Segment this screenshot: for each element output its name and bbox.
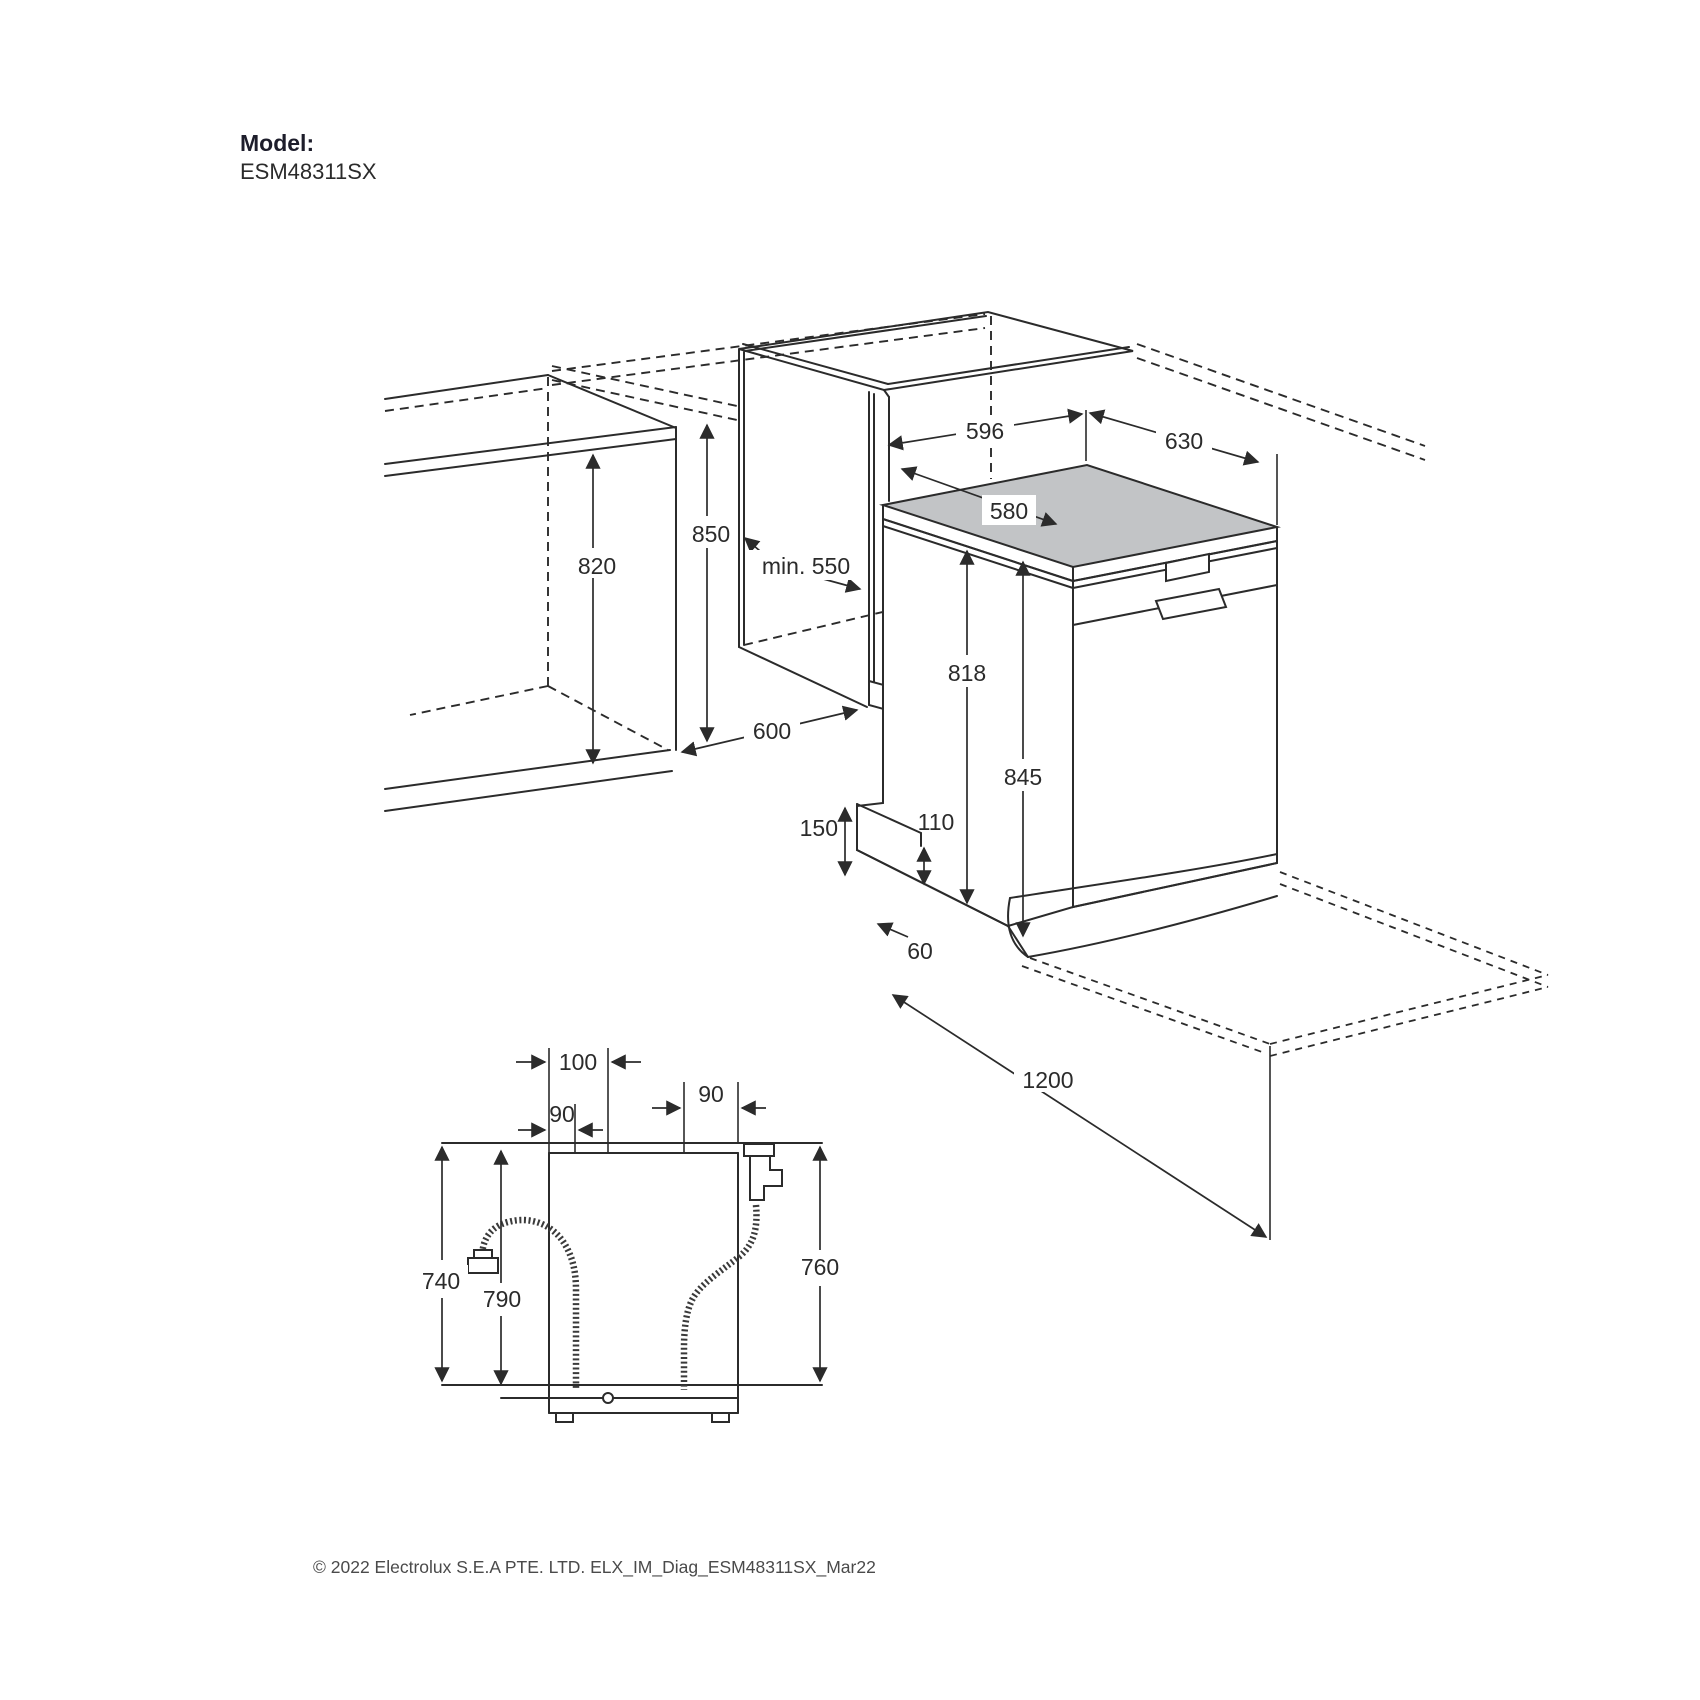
dim-niche-width-600: 600 <box>680 705 859 757</box>
dim-850-label: 850 <box>692 521 730 547</box>
dim-min550-label: min. 550 <box>762 553 850 579</box>
dim-790-label: 790 <box>483 1286 521 1312</box>
dim-580-label: 580 <box>990 498 1028 524</box>
dim-820-label: 820 <box>578 553 616 579</box>
extension-lines <box>548 1048 739 1153</box>
dim-1200-label: 1200 <box>1022 1067 1073 1093</box>
dim-door-clearance-1200: 1200 <box>891 994 1268 1238</box>
dim-height-overall-845: 845 <box>998 560 1048 938</box>
dim-cord-length-790: 790 <box>475 1149 529 1386</box>
dim-740-label: 740 <box>422 1268 460 1294</box>
dim-plinth-recess-60: 60 <box>876 922 933 964</box>
dim-600-label: 600 <box>753 718 791 744</box>
dim-niche-height-850: 850 <box>682 423 738 743</box>
dim-630-label: 630 <box>1165 428 1203 454</box>
dim-hose-offset-left-90: 90 <box>518 1101 603 1138</box>
dim-110-label: 110 <box>918 809 955 835</box>
dim-height-under-top-818: 818 <box>942 549 992 905</box>
dim-body-depth-580: 580 <box>900 466 1058 527</box>
power-plug <box>467 1249 499 1274</box>
machine-foot-right <box>711 1412 730 1423</box>
power-cord <box>478 1216 580 1390</box>
drain-outlet-point <box>602 1392 614 1404</box>
plinth <box>1009 853 1278 899</box>
floor-clearance-area <box>1021 871 1549 1240</box>
wall-reference-dashed-lines <box>551 313 1426 479</box>
dim-plinth-height-150: 150 <box>800 806 853 877</box>
dim-cabinet-height-820: 820 <box>568 453 624 765</box>
water-valve <box>743 1143 783 1201</box>
dishwasher <box>856 463 1281 958</box>
dim-niche-depth-min550: min. 550 <box>743 536 867 593</box>
dishwasher-side-face <box>856 517 1074 928</box>
dim-top-width-596: 596 <box>887 401 1087 461</box>
dim-100-label: 100 <box>559 1049 597 1075</box>
model-value: ESM48311SX <box>240 159 377 184</box>
dim-plinth-clearance-110: 110 <box>916 809 955 886</box>
control-panel-display <box>1165 552 1210 583</box>
machine-outline <box>441 1142 823 1423</box>
dim-90-left-label: 90 <box>549 1101 575 1127</box>
copyright-text: © 2022 Electrolux S.E.A PTE. LTD. ELX_IM… <box>313 1557 876 1578</box>
kitchen-counter-left <box>384 374 677 812</box>
dim-inlet-length-740: 740 <box>414 1145 468 1383</box>
model-label: Model: <box>240 130 314 156</box>
dim-cord-offset-100: 100 <box>516 1049 641 1075</box>
dim-596-label: 596 <box>966 418 1004 444</box>
machine-foot-left <box>555 1412 574 1423</box>
rear-view: 100 90 90 740 790 760 <box>414 1048 847 1423</box>
dim-760-label: 760 <box>801 1254 839 1280</box>
dim-top-depth-630: 630 <box>1088 409 1278 525</box>
installation-view: 820 850 min. 550 600 596 <box>384 310 1549 1240</box>
dim-845-label: 845 <box>1004 764 1042 790</box>
dishwasher-front-face <box>1072 539 1278 909</box>
drain-hose <box>680 1204 760 1390</box>
door-handle <box>1154 587 1228 621</box>
dim-60-label: 60 <box>907 938 933 964</box>
dim-drain-length-760: 760 <box>793 1145 847 1383</box>
dim-hose-offset-right-90: 90 <box>652 1081 766 1116</box>
dim-818-label: 818 <box>948 660 986 686</box>
dim-150-label: 150 <box>800 815 838 841</box>
dim-90-right-label: 90 <box>698 1081 724 1107</box>
